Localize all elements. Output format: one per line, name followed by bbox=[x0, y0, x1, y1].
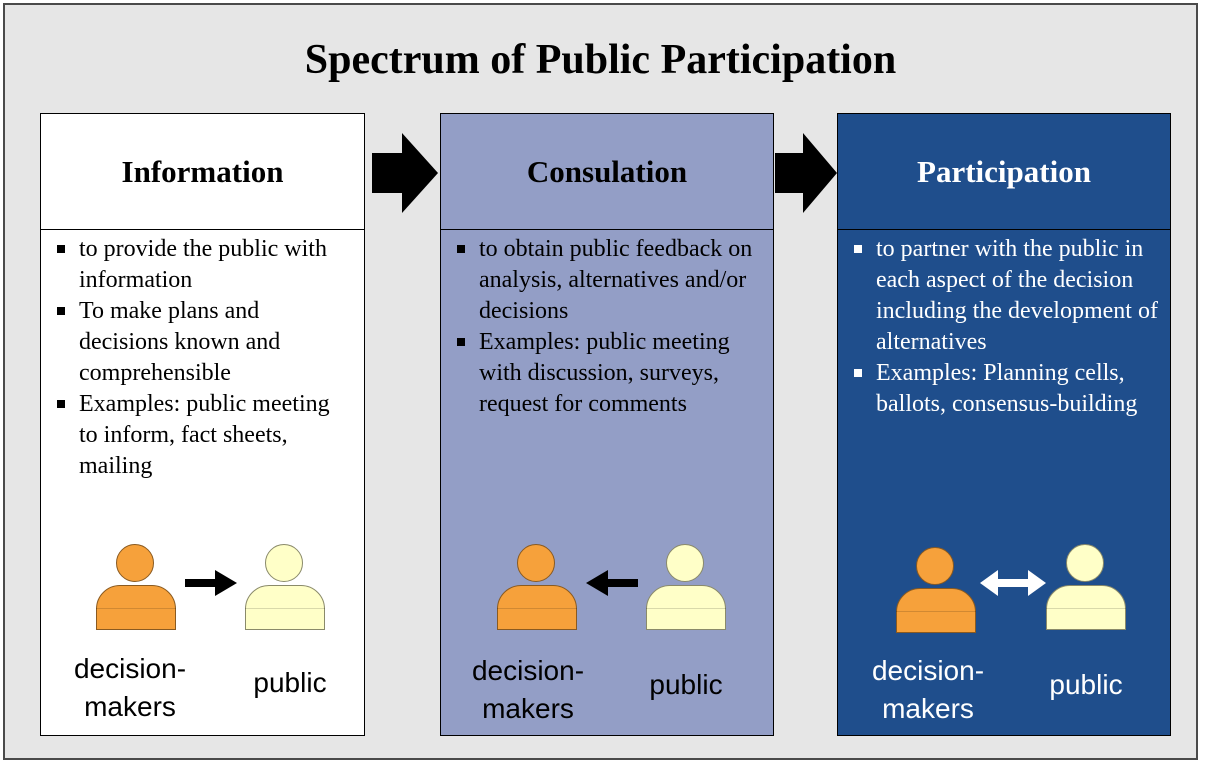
public-person-icon bbox=[646, 544, 726, 634]
label-decision-makers: decision- makers bbox=[471, 655, 585, 724]
bullet-item: Examples: public meeting to inform, fact… bbox=[53, 389, 354, 482]
decision-maker-person-icon bbox=[497, 544, 577, 634]
column-body-consultation: to obtain public feedback on analysis, a… bbox=[441, 230, 773, 420]
label-public: public bbox=[649, 669, 723, 700]
flow-arrow-right-icon bbox=[185, 570, 237, 596]
bullet-item: to provide the public with information bbox=[53, 234, 354, 296]
diagram-title: Spectrum of Public Participation bbox=[304, 37, 897, 83]
column-heading-participation: Participation bbox=[838, 114, 1170, 230]
label-decision-makers: decision- makers bbox=[871, 655, 985, 724]
label-public: public bbox=[253, 667, 327, 698]
public-person-icon bbox=[1046, 544, 1126, 634]
bullet-item: Examples: Planning cells, ballots, conse… bbox=[850, 358, 1160, 420]
column-heading-information: Information bbox=[41, 114, 364, 230]
column-body-information: to provide the public with information T… bbox=[41, 230, 364, 482]
bullet-item: to obtain public feedback on analysis, a… bbox=[453, 234, 763, 327]
bullet-list: to partner with the public in each aspec… bbox=[850, 234, 1160, 420]
right-arrow-icon bbox=[775, 133, 837, 213]
flow-arrow-left-icon bbox=[586, 570, 638, 596]
flow-arrow-both-icon bbox=[980, 570, 1046, 596]
bullet-item: Examples: public meeting with discussion… bbox=[453, 327, 763, 420]
column-heading-consultation: Consulation bbox=[441, 114, 773, 230]
bullet-item: To make plans and decisions known and co… bbox=[53, 296, 354, 389]
bullet-list: to provide the public with information T… bbox=[53, 234, 354, 482]
column-body-participation: to partner with the public in each aspec… bbox=[838, 230, 1170, 420]
column-information: Information to provide the public with i… bbox=[40, 113, 365, 736]
decision-maker-person-icon bbox=[896, 547, 976, 637]
column-consultation: Consulation to obtain public feedback on… bbox=[440, 113, 774, 736]
bullet-item: to partner with the public in each aspec… bbox=[850, 234, 1160, 358]
column-participation: Participation to partner with the public… bbox=[837, 113, 1171, 736]
decision-maker-person-icon bbox=[96, 544, 176, 634]
label-public: public bbox=[1049, 669, 1123, 700]
public-person-icon bbox=[245, 544, 325, 634]
right-arrow-icon bbox=[372, 133, 438, 213]
bullet-list: to obtain public feedback on analysis, a… bbox=[453, 234, 763, 420]
label-decision-makers: decision- makers bbox=[73, 653, 187, 722]
